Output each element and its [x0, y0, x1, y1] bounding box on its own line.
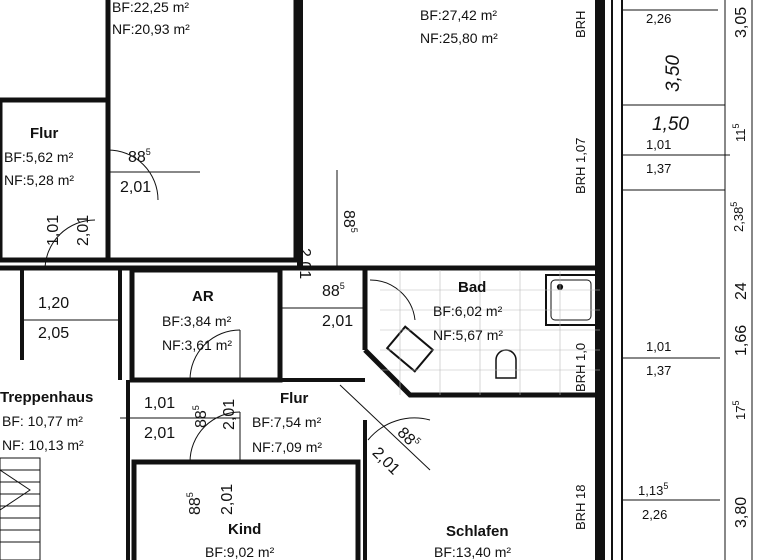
dim-101-vert-left: 1,01 [45, 214, 62, 246]
dim-201-ar-vert: 2,01 [221, 398, 238, 430]
shower-tray [545, 274, 597, 326]
dim-226-bottom: 2,26 [642, 507, 668, 522]
door-swing-bad [369, 279, 416, 321]
door-swing-ar [189, 329, 241, 381]
ar-bf: BF:3,84 m² [162, 313, 232, 329]
door-swing-left-flur [44, 219, 96, 271]
label-brh-107: BRH 1,07 [573, 137, 588, 194]
room-name-kind: Kind [228, 521, 262, 538]
kind-bf: BF:9,02 m² [205, 544, 275, 560]
bad-bf: BF:6,02 m² [433, 303, 503, 319]
dim-885-vert-top: 885 [340, 210, 359, 233]
room-name-schlafen: Schlafen [446, 523, 509, 540]
treppenhaus-bf: BF: 10,77 m² [2, 413, 83, 429]
top-left-bf: BF:22,25 m² [112, 0, 190, 15]
room-name-bad: Bad [458, 279, 487, 296]
door-swing-kind [189, 411, 241, 463]
dim-2385: 2,385 [729, 201, 746, 232]
toilet [495, 349, 517, 379]
dim-885-bad: 885 [322, 281, 345, 300]
dim-201-ar: 2,01 [144, 425, 176, 442]
dim-24: 24 [733, 282, 750, 300]
room-name-flur-left: Flur [30, 125, 59, 142]
dim-380: 3,80 [733, 496, 750, 528]
room-name-ar: AR [192, 288, 214, 305]
dim-226-top: 2,26 [646, 11, 672, 26]
flur-center-nf: NF:7,09 m² [252, 439, 323, 455]
treppenhaus-nf: NF: 10,13 m² [2, 437, 84, 453]
dim-885-flur-left: 885 [128, 147, 151, 166]
window-box [621, 104, 726, 191]
tile-grid [380, 270, 600, 395]
label-brh-10: BRH 1,0 [573, 342, 588, 392]
door-swing-schlafen [367, 417, 431, 441]
dim-201-bad: 2,01 [322, 313, 354, 330]
flur-left-bf: BF:5,62 m² [4, 149, 74, 165]
wall-kind [131, 459, 361, 560]
dim-101-window-2: 1,01 [646, 339, 672, 354]
dim-885-kind: 885 [185, 492, 204, 515]
dim-137-window-2: 1,37 [646, 363, 672, 378]
room-name-treppenhaus: Treppenhaus [0, 389, 94, 406]
dim-201-vert-top: 2,01 [296, 248, 313, 280]
label-brh-top: BRH [573, 10, 588, 38]
dim-350: 3,50 [663, 55, 684, 92]
dim-150: 1,50 [652, 114, 689, 135]
dim-120: 1,20 [38, 295, 70, 312]
flur-left-nf: NF:5,28 m² [4, 172, 75, 188]
schlafen-bf: BF:13,40 m² [434, 544, 512, 560]
dim-205: 2,05 [38, 325, 70, 342]
top-left-nf: NF:20,93 m² [112, 21, 190, 37]
dim-201-vert-left: 2,01 [75, 214, 92, 246]
staircase [0, 457, 41, 560]
dim-305: 3,05 [733, 6, 750, 38]
dim-201-kind: 2,01 [219, 483, 236, 515]
door-swing-flur-left [107, 149, 159, 201]
top-right-nf: NF:25,80 m² [420, 30, 498, 46]
ar-nf: NF:3,61 m² [162, 337, 233, 353]
top-right-bf: BF:27,42 m² [420, 7, 498, 23]
wall-bad-bottom [363, 348, 600, 398]
bad-nf: NF:5,67 m² [433, 327, 504, 343]
bathtub [385, 325, 435, 373]
dim-1135: 1,135 [638, 481, 669, 498]
dim-175: 175 [731, 400, 748, 420]
dim-115: 115 [731, 123, 748, 142]
dim-166: 1,66 [733, 324, 750, 356]
dim-101-ar: 1,01 [144, 395, 176, 412]
label-brh-18: BRH 18 [573, 484, 588, 530]
dim-201-flur-left: 2,01 [120, 179, 152, 196]
room-name-flur-center: Flur [280, 390, 309, 407]
flur-center-bf: BF:7,54 m² [252, 414, 322, 430]
dim-137-window-1: 1,37 [646, 161, 672, 176]
dim-101-window-1: 1,01 [646, 137, 672, 152]
dim-885-ar-vert: 885 [191, 405, 210, 428]
wall-top-left-room [105, 0, 299, 263]
